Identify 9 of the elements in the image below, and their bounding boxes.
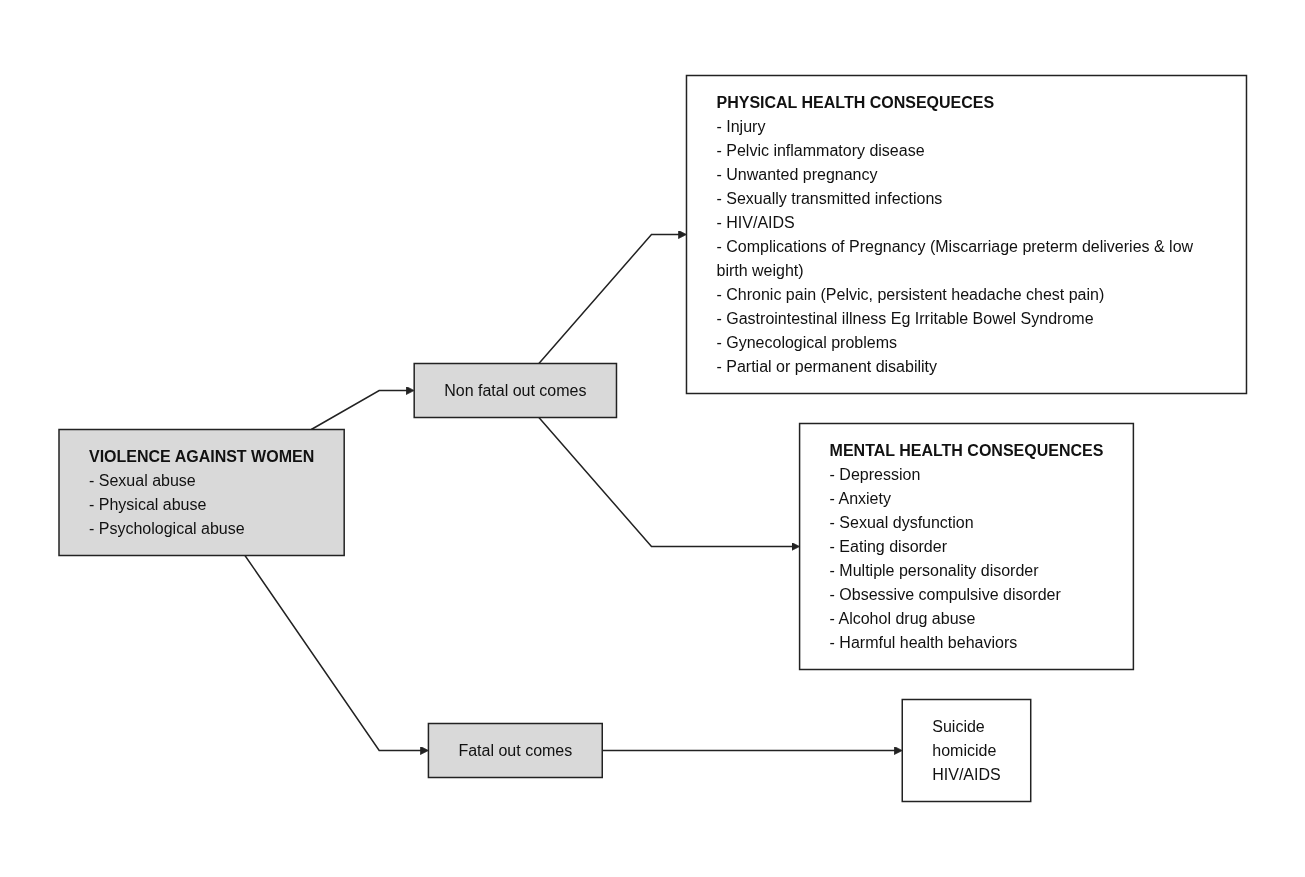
node-box: Non fatal out comes	[413, 362, 617, 419]
node-box: Fatal out comes	[427, 722, 603, 779]
node-box: MENTAL HEALTH CONSEQUENCES - Depression - Anxiety - Sexual dysfunction - Eating disorder - Multiple personality disorder - Obsessive compulsive disorder - Alcohol drug abuse - Harmful health behaviors	[798, 422, 1134, 671]
node-box: VIOLENCE AGAINST WOMEN - Sexual abuse - Physical abuse - Psychological abuse	[58, 428, 345, 557]
arrow	[537, 230, 687, 365]
node-box: Suicide homicide HIV/AIDS	[901, 698, 1032, 803]
arrow	[537, 416, 800, 551]
arrow	[243, 554, 429, 755]
node-box: PHYSICAL HEALTH CONSEQUECES - Injury - Pelvic inflammatory disease - Unwanted pregnancy - Sexually transmitted infections - HIV/AIDS - Complications of Pregnancy (Miscarriage preterm deliveries & low birth weight) - Chronic pain (Pelvic, persistent headache chest pain) - Gastrointestinal illness Eg Irritable Bowel Syndrome - Gynecological problems - Partial or permanent disability	[685, 74, 1247, 395]
